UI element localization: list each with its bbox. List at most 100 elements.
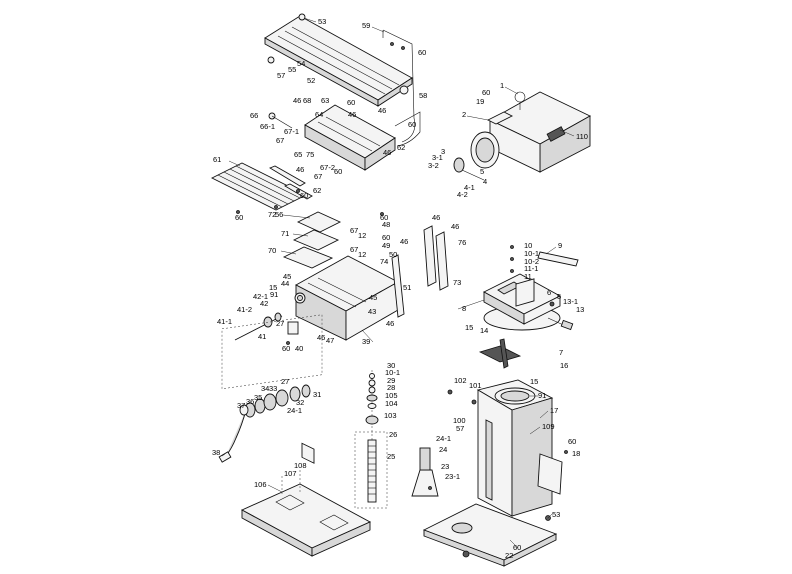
part-callout-c44: 44 bbox=[281, 279, 289, 288]
part-callout-c75: 75 bbox=[306, 150, 314, 159]
part-callout-c37: 37 bbox=[237, 401, 245, 410]
motor-head bbox=[470, 91, 591, 173]
part-callout-c42-1: 42-1 bbox=[253, 292, 268, 301]
saddle bbox=[268, 104, 396, 171]
handwheel-small bbox=[453, 157, 485, 181]
part-callout-c19: 19 bbox=[476, 97, 484, 106]
part-callout-c103: 103 bbox=[384, 411, 397, 420]
part-callout-c62b: 62 bbox=[313, 186, 321, 195]
part-callout-c91a: 91 bbox=[270, 290, 278, 299]
part-callout-c105: 105 bbox=[385, 391, 398, 400]
fasteners bbox=[236, 42, 568, 490]
part-callout-c61: 61 bbox=[213, 155, 221, 164]
work-table bbox=[264, 13, 413, 107]
part-callout-c56: 56 bbox=[275, 210, 283, 219]
gib-bars bbox=[391, 225, 449, 318]
part-callout-c15b: 15 bbox=[465, 323, 473, 332]
part-callout-c60c: 60 bbox=[347, 98, 355, 107]
part-callout-c101: 101 bbox=[469, 381, 482, 390]
part-callout-c32: 32 bbox=[296, 398, 304, 407]
part-callout-c66: 66 bbox=[250, 111, 258, 120]
part-callout-c10-1b: 10-1 bbox=[385, 368, 400, 377]
part-callout-c31: 31 bbox=[313, 390, 321, 399]
part-callout-c110: 110 bbox=[576, 132, 588, 141]
part-callout-c60l: 60 bbox=[513, 543, 521, 552]
part-callout-c57a: 57 bbox=[277, 71, 285, 80]
part-callout-c9: 9 bbox=[558, 241, 562, 250]
part-callout-c46g: 46 bbox=[451, 222, 459, 231]
part-callout-c47: 47 bbox=[326, 336, 334, 345]
part-callout-c100: 100 bbox=[453, 416, 466, 425]
part-callout-c10-2: 10-2 bbox=[524, 257, 539, 266]
chip-tray bbox=[240, 470, 372, 557]
part-callout-c109: 109 bbox=[542, 422, 555, 431]
part-callout-c67d: 67 bbox=[350, 245, 358, 254]
part-callout-c30: 30 bbox=[387, 361, 395, 370]
cover-plate-18 bbox=[537, 453, 563, 495]
spindle-assembly bbox=[354, 370, 388, 509]
part-callout-c8: 8 bbox=[462, 304, 466, 313]
cover-plates bbox=[282, 211, 342, 269]
part-callout-c13: 13 bbox=[576, 305, 584, 314]
base bbox=[422, 503, 558, 567]
part-callout-c46c: 46 bbox=[378, 106, 386, 115]
part-callout-c67-2: 67-2 bbox=[320, 163, 335, 172]
part-callout-c18: 18 bbox=[572, 449, 580, 458]
part-callout-c60a: 60 bbox=[418, 48, 426, 57]
part-callout-c4-2: 4-2 bbox=[457, 190, 468, 199]
part-callout-c45a: 45 bbox=[283, 272, 291, 281]
part-callout-c46f: 46 bbox=[432, 213, 440, 222]
knee-casting bbox=[294, 255, 399, 464]
part-callout-c4: 4 bbox=[483, 177, 487, 186]
part-callout-c60g: 60 bbox=[235, 213, 243, 222]
part-callout-c48: 48 bbox=[382, 220, 390, 229]
part-callout-c28: 28 bbox=[387, 383, 395, 392]
part-callout-c40: 40 bbox=[295, 344, 303, 353]
part-callout-c104: 104 bbox=[385, 399, 398, 408]
part-callout-c60b: 60 bbox=[482, 88, 490, 97]
part-callout-c68: 68 bbox=[303, 96, 311, 105]
part-callout-c41-2: 41-2 bbox=[237, 305, 252, 314]
part-callout-c26: 26 bbox=[389, 430, 397, 439]
part-callout-c60h: 60 bbox=[380, 213, 388, 222]
part-callout-c74: 74 bbox=[380, 257, 388, 266]
part-callout-c73: 73 bbox=[453, 278, 461, 287]
part-callout-c63: 63 bbox=[321, 96, 329, 105]
part-callout-c76: 76 bbox=[458, 238, 466, 247]
part-callout-c46a: 46 bbox=[293, 96, 301, 105]
part-callout-c52: 52 bbox=[307, 76, 315, 85]
part-callout-c62a: 62 bbox=[397, 143, 405, 152]
part-callout-c107: 107 bbox=[284, 469, 297, 478]
part-callout-c60d: 60 bbox=[408, 120, 416, 129]
part-callout-c34: 34 bbox=[261, 384, 269, 393]
part-callout-c43: 43 bbox=[368, 307, 376, 316]
part-callout-c57b: 57 bbox=[456, 424, 464, 433]
part-callout-c23: 23 bbox=[441, 462, 449, 471]
part-callout-c53a: 53 bbox=[318, 17, 326, 26]
part-callout-c39: 39 bbox=[362, 337, 370, 346]
part-callout-c36: 36 bbox=[246, 397, 254, 406]
part-callout-c46i: 46 bbox=[386, 319, 394, 328]
part-callout-c27a: 27 bbox=[276, 319, 284, 328]
part-callout-c67a: 67 bbox=[276, 136, 284, 145]
part-callout-c1: 1 bbox=[500, 81, 504, 90]
part-callout-c91b: 91 bbox=[538, 391, 546, 400]
part-callout-c46e: 46 bbox=[296, 165, 304, 174]
part-callout-c60k: 60 bbox=[568, 437, 576, 446]
part-callout-c58: 58 bbox=[419, 91, 427, 100]
part-callout-c17: 17 bbox=[550, 406, 558, 415]
part-callout-c24-1a: 24-1 bbox=[287, 406, 302, 415]
part-callout-c38: 38 bbox=[212, 448, 220, 457]
part-callout-c102: 102 bbox=[454, 376, 467, 385]
part-callout-c60f: 60 bbox=[300, 191, 308, 200]
part-callout-c60j: 60 bbox=[282, 344, 290, 353]
part-callout-c5b: 5 bbox=[557, 292, 561, 301]
leader-lines bbox=[221, 17, 575, 549]
part-callout-c67-1: 67-1 bbox=[284, 127, 299, 136]
part-callout-c3: 3 bbox=[441, 147, 445, 156]
part-callout-c10: 10 bbox=[524, 241, 532, 250]
part-callout-c2: 2 bbox=[462, 110, 466, 119]
part-callout-c24-1b: 24-1 bbox=[436, 434, 451, 443]
part-callout-c4-1: 4-1 bbox=[464, 183, 475, 192]
